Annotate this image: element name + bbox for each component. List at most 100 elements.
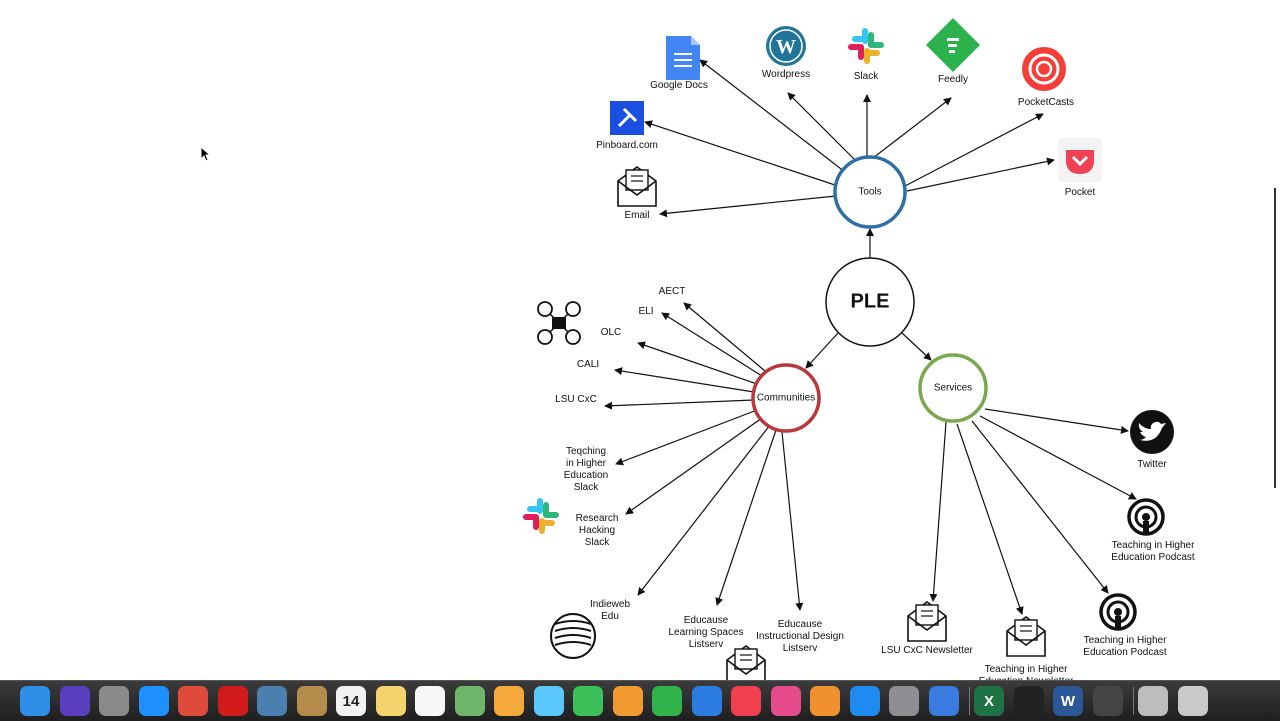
pinboard-icon [610, 101, 644, 135]
pocket-icon [1058, 138, 1102, 182]
chrome-icon[interactable] [178, 686, 208, 716]
tool-label-feedly: Feedly [938, 74, 968, 85]
community-label-educause-ls-line: Learning Spaces [668, 627, 743, 638]
reminders-icon[interactable] [415, 686, 445, 716]
wordpress-icon: W [766, 26, 806, 66]
news-icon[interactable] [731, 686, 761, 716]
keynote-icon[interactable] [691, 686, 722, 716]
edge-communities-indieweb [637, 424, 771, 596]
tool-label-wordpress: Wordpress [762, 69, 810, 80]
svg-text:W: W [776, 36, 796, 58]
community-label-lsu-cxc: LSU CxC [555, 394, 597, 405]
pages-icon[interactable] [612, 686, 643, 716]
tools-label: Tools [858, 187, 881, 198]
community-label-research-hacking-line: Slack [585, 537, 610, 548]
chrome-canary-icon[interactable] [928, 686, 959, 716]
community-label-research-hacking-line: Research [576, 513, 619, 524]
dock-icon-glyph: W [1060, 692, 1076, 710]
safari-icon[interactable] [138, 686, 169, 716]
pocketcasts-icon [1022, 47, 1066, 91]
globe-icon [550, 613, 596, 659]
macos-dock: 14 X W [0, 680, 1280, 721]
service-label-lsu-cxc-newsletter-line: LSU CxC Newsletter [881, 645, 973, 656]
feedly-icon [926, 18, 980, 72]
communities-node[interactable] [751, 363, 821, 433]
facetime-icon[interactable] [573, 686, 603, 716]
tool-label-wordpress-line: Wordpress [762, 69, 810, 80]
tool-label-google-docs-line: Google Docs [650, 80, 708, 91]
tool-label-pocketcasts-line: PocketCasts [1018, 97, 1074, 108]
podcast-icon [1099, 593, 1137, 631]
contacts-icon[interactable] [296, 686, 327, 716]
excel-icon[interactable]: X [974, 686, 1004, 716]
edge-tools-pocket [906, 157, 1055, 192]
services-node[interactable] [918, 353, 988, 423]
photos-icon[interactable] [494, 686, 524, 716]
dock-icon-glyph: 14 [342, 692, 360, 710]
finder-icon[interactable] [20, 686, 50, 716]
community-label-eli: ELI [638, 306, 653, 317]
podcast-icon [1127, 498, 1165, 536]
community-label-teqching-line: Education [564, 470, 608, 481]
tool-label-slack-line: Slack [854, 71, 879, 82]
edge-services-twitter [984, 408, 1129, 434]
twitter-icon [1130, 410, 1174, 454]
word-icon[interactable]: W [1053, 686, 1083, 716]
app-store-icon[interactable] [849, 686, 880, 716]
ple-node[interactable] [825, 257, 915, 347]
slack-icon [848, 28, 884, 64]
community-label-teqching-line: Slack [574, 482, 599, 493]
edge-ple-communities [805, 332, 839, 369]
messages-icon[interactable] [533, 686, 564, 716]
tool-label-email: Email [624, 210, 649, 221]
edge-tools-pinboard [644, 120, 836, 186]
opera-icon[interactable] [217, 686, 248, 716]
activity-monitor-icon[interactable] [1013, 686, 1044, 716]
notes-icon[interactable] [375, 686, 406, 716]
slack-icon [523, 498, 559, 534]
system-preferences-icon[interactable] [889, 686, 919, 716]
community-label-cali: CALI [577, 359, 599, 370]
scrollbar[interactable] [1274, 188, 1276, 488]
edge-services-tihe-podcast-1 [979, 415, 1137, 500]
tools-node[interactable] [833, 155, 907, 229]
screenshot-icon[interactable] [1092, 686, 1123, 716]
communities-label: Communities [757, 393, 815, 404]
preview-icon[interactable] [257, 686, 287, 716]
service-label-tihe-podcast-2-line: Education Podcast [1083, 647, 1167, 658]
service-label-twitter-line: Twitter [1137, 459, 1167, 470]
tool-label-pocket: Pocket [1065, 187, 1096, 198]
tool-label-pocketcasts: PocketCasts [1018, 97, 1074, 108]
tool-label-feedly-line: Feedly [938, 74, 968, 85]
trash-icon[interactable] [1177, 686, 1208, 716]
edge-communities-teqching [615, 409, 758, 466]
maps-icon[interactable] [454, 686, 485, 716]
edge-communities-research-hacking [625, 417, 763, 515]
community-label-lsu-cxc-line: LSU CxC [555, 394, 597, 405]
dock-separator [1133, 687, 1134, 715]
ple-label: PLE [851, 290, 890, 312]
numbers-icon[interactable] [652, 686, 682, 716]
services-label: Services [934, 383, 972, 394]
tool-label-pinboard-line: Pinboard.com [596, 140, 658, 151]
ibooks-icon[interactable] [810, 686, 840, 716]
envelope-icon [1006, 616, 1046, 657]
community-label-indieweb-line: Indieweb [590, 599, 630, 610]
itunes-icon[interactable] [770, 686, 801, 716]
community-label-educause-id-line: Instructional Design [756, 631, 844, 642]
launchpad-icon[interactable] [99, 686, 129, 716]
edge-tools-wordpress [787, 92, 856, 161]
edge-communities-cali [614, 367, 755, 393]
siri-icon[interactable] [59, 686, 90, 716]
community-label-olc: OLC [601, 327, 622, 338]
calendar-icon[interactable]: 14 [336, 686, 366, 716]
community-label-research-hacking-line: Hacking [579, 525, 615, 536]
downloads-stack-icon[interactable] [1138, 686, 1168, 716]
edge-communities-aect [683, 302, 766, 372]
mouse-cursor-icon [200, 146, 212, 162]
network-group-icon [537, 301, 581, 345]
